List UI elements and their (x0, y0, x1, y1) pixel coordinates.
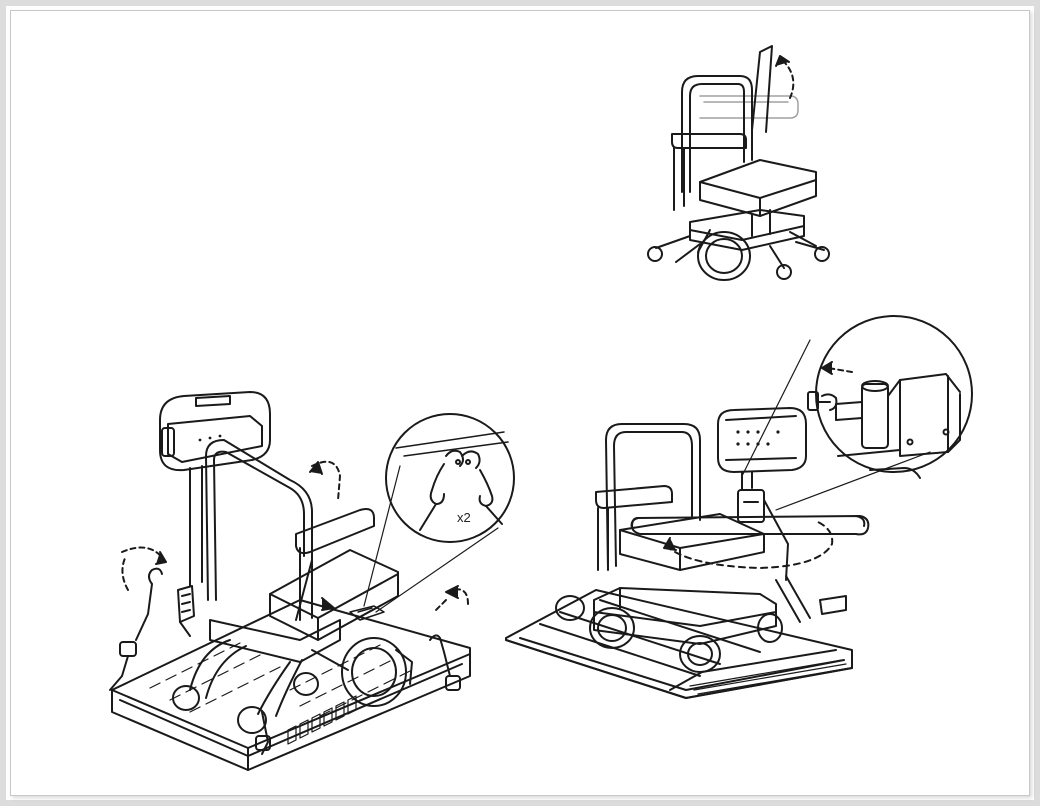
right-chair-illustration (505, 315, 973, 699)
left-base-frame (189, 619, 349, 717)
magnifier-strap-detail (385, 413, 515, 543)
top-caster-left (647, 246, 663, 262)
magnifier-leader-lines (363, 465, 499, 613)
perforated-platform (111, 599, 471, 771)
top-pedestal (751, 209, 771, 237)
top-backrest (681, 75, 753, 193)
top-armrest (671, 133, 747, 211)
pole-bracket-icon (630, 489, 870, 581)
headrest-icon (159, 391, 271, 472)
raised-handle (751, 45, 773, 133)
left-backrest (205, 439, 313, 621)
ghost-backrest (699, 95, 799, 119)
right-seat (619, 513, 765, 571)
seat-strap-plate (349, 605, 385, 621)
top-main-wheel (697, 229, 751, 281)
left-main-wheel (341, 637, 413, 707)
hook-icon (109, 567, 163, 691)
top-chair-illustration (647, 45, 830, 281)
top-caster-right (814, 246, 830, 262)
ramp-side-bracket (775, 575, 847, 623)
quantity-label: x2 (457, 510, 471, 525)
top-caster-rear (776, 264, 792, 280)
control-box (717, 407, 807, 491)
right-backrest (605, 423, 701, 571)
top-seat (699, 159, 817, 217)
rotation-arrow-icon (663, 521, 834, 569)
tie-down-strap-icon (177, 585, 461, 755)
right-armrest (595, 485, 673, 571)
curved-arrow-icon (121, 460, 469, 611)
ramp-platform (505, 589, 853, 699)
left-chair-illustration: x2 (109, 391, 515, 771)
left-armrest (295, 508, 375, 621)
top-legs (655, 231, 825, 269)
left-seat (269, 549, 399, 641)
right-casters (555, 595, 783, 673)
right-magnifier-leader-lines (741, 339, 931, 511)
headrest-post (189, 465, 203, 587)
left-casters (172, 672, 319, 734)
backrest-fold-arrowhead (775, 55, 790, 67)
right-magnifier-detail (807, 315, 973, 479)
